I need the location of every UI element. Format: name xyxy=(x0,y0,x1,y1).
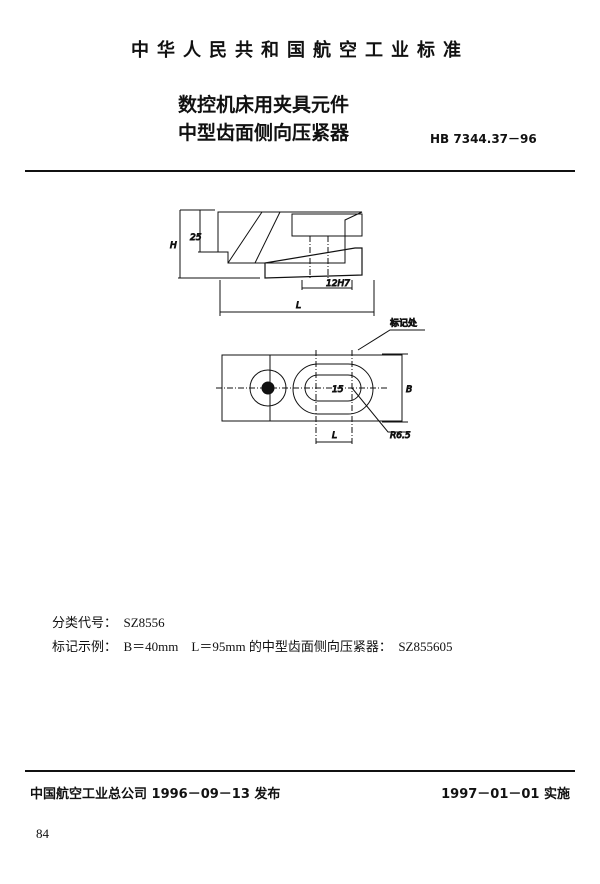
page-number: 84 xyxy=(36,826,49,841)
dim-B: B xyxy=(406,385,412,395)
marking-label: 标记处 xyxy=(390,317,417,329)
issue-date: 中国航空工业总公司 1996－09－13 发布 xyxy=(30,787,281,802)
technical-drawing: H 25 12H7 L 标记处 15 B L R6.5 xyxy=(170,209,425,444)
organization-header: 中华人民共和国航空工业标准 xyxy=(131,40,469,61)
example-line: 标记示例： B＝40mm L＝95mm 的中型齿面侧向压紧器： SZ855605 xyxy=(52,636,453,655)
example-label: 标记示例： xyxy=(52,639,118,654)
example-text: B＝40mm L＝95mm 的中型齿面侧向压紧器： xyxy=(123,639,392,654)
dim-R6.5: R6.5 xyxy=(390,431,411,441)
header-divider xyxy=(25,170,575,172)
class-code-label: 分类代号： xyxy=(52,615,118,630)
dim-15: 15 xyxy=(332,385,344,395)
standard-code: HB 7344.37－96 xyxy=(430,132,537,146)
dim-L-side: L xyxy=(296,301,301,311)
example-code: SZ855605 xyxy=(398,639,453,654)
class-code-line: 分类代号： SZ8556 xyxy=(52,612,165,631)
title-line-2: 中型齿面侧向压紧器 xyxy=(178,122,350,144)
title-line-1: 数控机床用夹具元件 xyxy=(178,94,350,116)
class-code: SZ8556 xyxy=(123,615,165,630)
dim-L-top: L xyxy=(332,431,337,441)
top-view: 标记处 15 B L R6.5 xyxy=(216,317,425,444)
dim-H: H xyxy=(170,241,177,251)
footer-divider xyxy=(25,770,575,772)
dim-12h7: 12H7 xyxy=(326,279,350,289)
side-view: H 25 12H7 L xyxy=(170,209,375,316)
dim-25: 25 xyxy=(190,233,202,243)
effective-date: 1997－01－01 实施 xyxy=(441,787,570,802)
